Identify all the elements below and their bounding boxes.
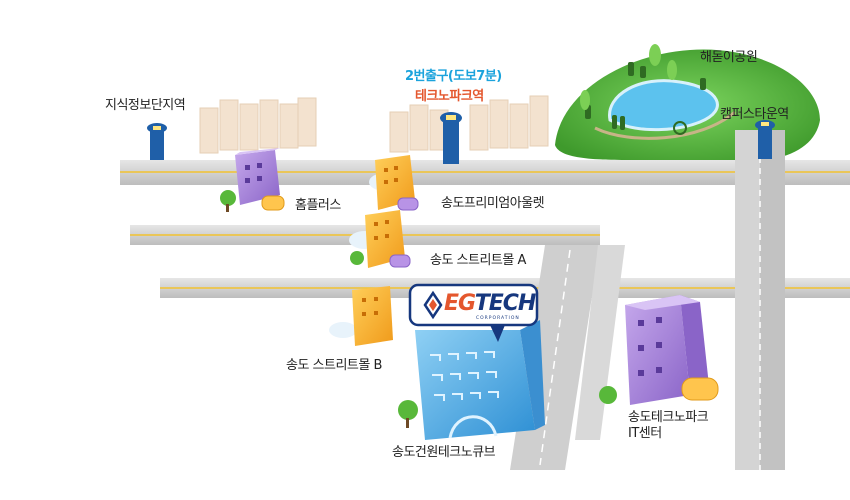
label-premium-outlet: 송도프리미엄아울렛 xyxy=(441,196,545,211)
building-premium-outlet xyxy=(369,155,419,211)
label-technopark-line1: 송도테크노파크 xyxy=(628,410,709,425)
building-street-mall-b xyxy=(329,286,393,346)
road-network xyxy=(120,130,850,470)
logo-tech: TECH xyxy=(474,291,537,316)
label-street-mall-a: 송도 스트리트몰 A xyxy=(430,253,526,268)
egtech-logo-badge xyxy=(408,283,539,342)
building-technopark-it xyxy=(599,295,719,405)
label-knowledge-zone: 지식정보단지역 xyxy=(105,98,186,113)
label-park: 해돋이공원 xyxy=(700,50,758,65)
building-egtech xyxy=(398,320,545,440)
label-technopark-line2: IT센터 xyxy=(628,426,662,441)
label-kunwon: 송도건원테크노큐브 xyxy=(392,445,496,460)
apartment-cluster-left xyxy=(199,97,317,154)
label-homeplus: 홈플러스 xyxy=(295,198,341,213)
label-campus-station: 캠퍼스타운역 xyxy=(720,107,789,122)
label-exit-line: 2번출구(도보7분) xyxy=(405,69,502,84)
egtech-logo-wordmark: EGTECH xyxy=(444,291,537,316)
building-homeplus xyxy=(220,148,285,212)
subway-marker-technopark xyxy=(440,112,462,164)
label-street-mall-b: 송도 스트리트몰 B xyxy=(286,358,382,373)
egtech-logo-tagline: CORPORATION xyxy=(476,316,520,321)
logo-eg: EG xyxy=(444,291,476,316)
subway-marker-campustown xyxy=(755,120,775,159)
apartment-cluster-center xyxy=(389,95,549,153)
building-street-mall-a xyxy=(349,210,411,268)
label-station: 테크노파크역 xyxy=(415,89,484,104)
subway-marker-knowledge xyxy=(147,123,167,160)
